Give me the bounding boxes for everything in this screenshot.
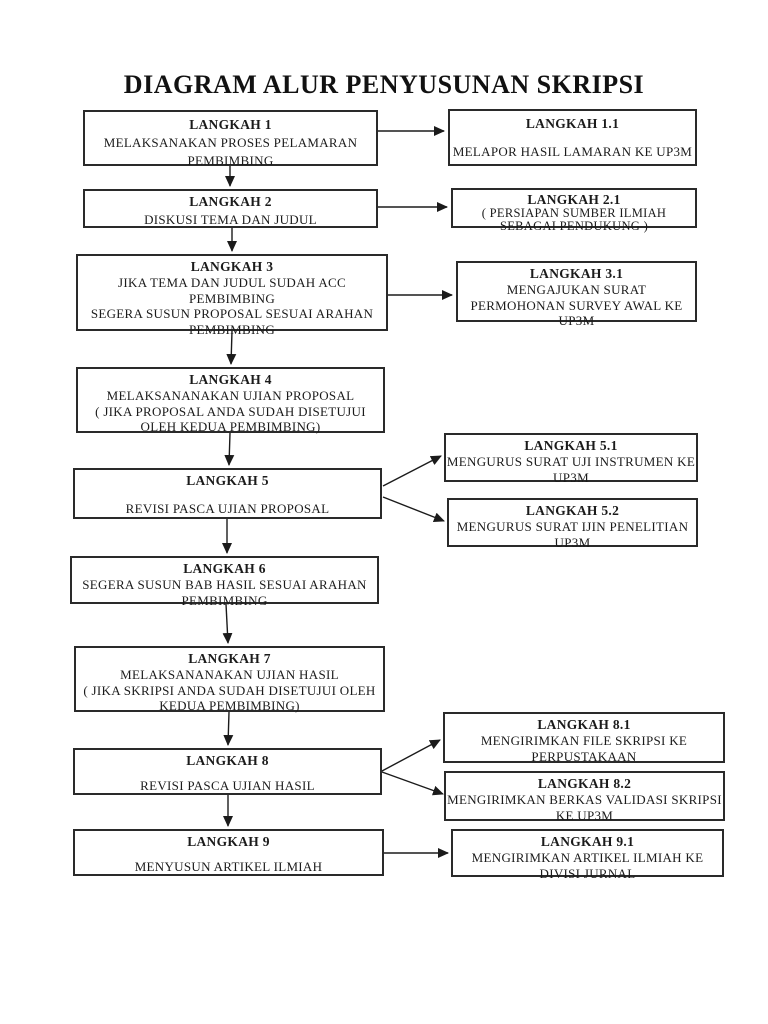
flow-box-langkah-4: LANGKAH 4 MELAKSANANAKAN UJIAN PROPOSAL … xyxy=(76,367,385,434)
box-line: SEGERA SUSUN PROPOSAL SESUAI ARAHAN xyxy=(90,306,374,321)
box-line: MELAKSANANAKAN UJIAN PROPOSAL xyxy=(106,388,355,403)
box-line: DISKUSI TEMA DAN JUDUL xyxy=(144,212,317,227)
box-line: UP3M xyxy=(553,469,589,485)
box-line: MENGAJUKAN SURAT xyxy=(506,282,647,297)
box-line: ( JIKA SKRIPSI ANDA SUDAH DISETUJUI OLEH xyxy=(83,682,376,698)
flow-box-langkah-9-1: LANGKAH 9.1 MENGIRIMKAN ARTIKEL ILMIAH K… xyxy=(451,829,724,881)
flow-box-langkah-2-1: LANGKAH 2.1 ( PERSIAPAN SUMBER ILMIAH SE… xyxy=(451,188,697,233)
flow-box-langkah-8-2: LANGKAH 8.2 MENGIRIMKAN BERKAS VALIDASI … xyxy=(444,771,725,823)
box-heading: LANGKAH 7 xyxy=(188,651,271,666)
page-title: DIAGRAM ALUR PENYUSUNAN SKRIPSI xyxy=(123,70,645,99)
flow-box-langkah-9: LANGKAH 9 MENYUSUN ARTIKEL ILMIAH xyxy=(73,829,384,876)
box-line: MENGURUS SURAT UJI INSTRUMEN KE xyxy=(446,454,696,469)
box-heading: LANGKAH 8 xyxy=(186,753,269,768)
box-line: KE UP3M xyxy=(555,807,614,823)
box-line: MENGIRIMKAN FILE SKRIPSI KE xyxy=(480,733,688,748)
box-line: OLEH KEDUA PEMBIMBING) xyxy=(140,419,321,434)
box-heading: LANGKAH 5.1 xyxy=(524,438,618,453)
box-line: MELAKSANANAKAN UJIAN HASIL xyxy=(120,667,339,682)
box-line: MENGIRIMKAN BERKAS VALIDASI SKRIPSI xyxy=(447,792,722,807)
box-line: MENGURUS SURAT IJIN PENELITIAN xyxy=(456,519,689,534)
flow-box-langkah-3-1: LANGKAH 3.1 MENGAJUKAN SURAT PERMOHONAN … xyxy=(456,261,697,328)
box-line: MENGIRIMKAN ARTIKEL ILMIAH KE xyxy=(471,850,704,865)
flow-box-langkah-5-1: LANGKAH 5.1 MENGURUS SURAT UJI INSTRUMEN… xyxy=(444,433,698,485)
box-line: UP3M xyxy=(558,313,595,328)
box-heading: LANGKAH 5 xyxy=(186,473,269,488)
flow-box-langkah-1: LANGKAH 1 MELAKSANAKAN PROSES PELAMARAN … xyxy=(83,110,378,168)
box-heading: LANGKAH 3.1 xyxy=(529,266,624,281)
box-heading: LANGKAH 1.1 xyxy=(525,116,620,131)
box-heading: LANGKAH 2 xyxy=(189,194,272,209)
box-line: ( PERSIAPAN SUMBER ILMIAH xyxy=(481,206,667,220)
flow-box-langkah-2: LANGKAH 2 DISKUSI TEMA DAN JUDUL xyxy=(83,189,378,228)
box-line: MELAPOR HASIL LAMARAN KE UP3M xyxy=(452,144,693,159)
arrow-langkah6-to-7 xyxy=(222,603,233,644)
box-heading: LANGKAH 9 xyxy=(187,834,270,849)
box-line: REVISI PASCA UJIAN HASIL xyxy=(140,778,315,793)
box-heading: LANGKAH 6 xyxy=(183,561,266,576)
flow-box-langkah-1-1: LANGKAH 1.1 MELAPOR HASIL LAMARAN KE UP3… xyxy=(448,109,697,166)
box-heading: LANGKAH 3 xyxy=(190,259,274,274)
flow-box-langkah-8: LANGKAH 8 REVISI PASCA UJIAN HASIL xyxy=(73,748,382,795)
box-line: PEMBIMBING xyxy=(187,153,274,168)
box-line: SEBAGAI PENDUKUNG ) xyxy=(499,219,649,233)
arrow-langkah7-to-8 xyxy=(223,711,234,746)
arrow-langkah5-to-5-2 xyxy=(382,496,445,522)
box-line: PERPUSTAKAAN xyxy=(531,748,637,764)
box-heading: LANGKAH 8.2 xyxy=(537,776,632,791)
box-line: MELAKSANAKAN PROSES PELAMARAN xyxy=(103,135,358,150)
box-line: PEMBIMBING xyxy=(181,592,268,608)
flow-box-langkah-5: LANGKAH 5 REVISI PASCA UJIAN PROPOSAL xyxy=(73,468,382,519)
flow-box-langkah-5-2: LANGKAH 5.2 MENGURUS SURAT IJIN PENELITI… xyxy=(447,498,698,550)
box-line: MENYUSUN ARTIKEL ILMIAH xyxy=(134,859,323,874)
flow-box-langkah-8-1: LANGKAH 8.1 MENGIRIMKAN FILE SKRIPSI KE … xyxy=(443,712,725,764)
box-line: PEMBIMBING xyxy=(188,321,276,337)
box-heading: LANGKAH 5.2 xyxy=(525,503,620,518)
flow-box-langkah-6: LANGKAH 6 SEGERA SUSUN BAB HASIL SESUAI … xyxy=(70,556,379,608)
box-heading: LANGKAH 2.1 xyxy=(527,192,621,207)
box-line: DIVISI JURNAL xyxy=(539,865,636,881)
box-heading: LANGKAH 4 xyxy=(189,372,272,387)
box-line: REVISI PASCA UJIAN PROPOSAL xyxy=(125,501,330,516)
arrow-langkah8-to-8-1 xyxy=(381,739,441,772)
box-line: SEGERA SUSUN BAB HASIL SESUAI ARAHAN xyxy=(82,577,367,592)
box-line: PEMBIMBING xyxy=(188,290,276,306)
box-line: JIKA TEMA DAN JUDUL SUDAH ACC xyxy=(118,275,346,290)
box-heading: LANGKAH 9.1 xyxy=(540,834,635,849)
arrow-langkah5-to-5-1 xyxy=(382,455,442,487)
box-line: PERMOHONAN SURVEY AWAL KE xyxy=(470,297,683,313)
box-heading: LANGKAH 1 xyxy=(189,117,272,132)
flow-box-langkah-3: LANGKAH 3 JIKA TEMA DAN JUDUL SUDAH ACC … xyxy=(76,254,388,337)
box-line: ( JIKA PROPOSAL ANDA SUDAH DISETUJUI xyxy=(95,403,366,419)
arrow-langkah8-to-8-2 xyxy=(381,771,444,796)
arrow-langkah4-to-5 xyxy=(224,432,235,466)
box-line: UP3M xyxy=(554,534,591,550)
box-line: KEDUA PEMBIMBING) xyxy=(159,698,300,713)
flow-box-langkah-7: LANGKAH 7 MELAKSANANAKAN UJIAN HASIL ( J… xyxy=(74,646,385,713)
box-heading: LANGKAH 8.1 xyxy=(537,717,631,732)
